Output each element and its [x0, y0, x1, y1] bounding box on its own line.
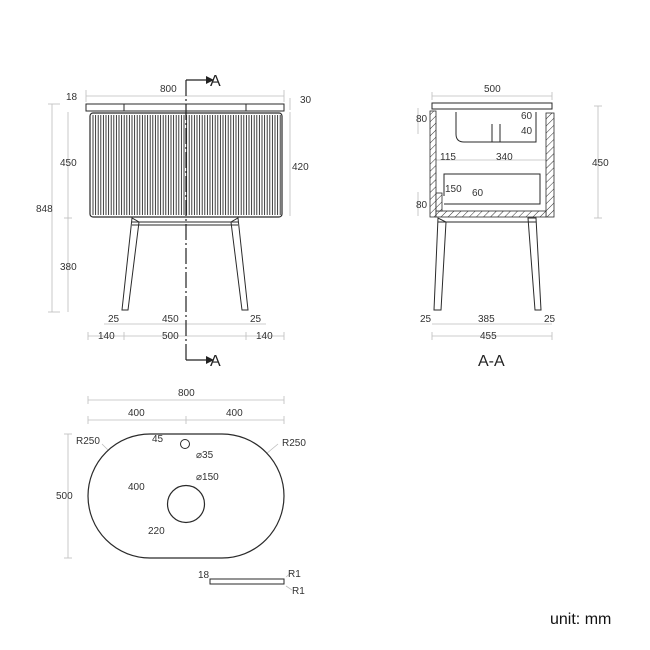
- dim-drawer-150: 150: [445, 184, 462, 195]
- dim-inner-offset: 115: [440, 152, 456, 163]
- dim-tap-offset: 45: [152, 434, 164, 445]
- dim-section-60-top: 60: [521, 111, 533, 122]
- dim-profile-radius-top: R1: [288, 569, 301, 580]
- drawer-front-lower: [435, 192, 443, 212]
- dim-basin-y: 220: [148, 526, 165, 537]
- dim-inner-depth: 340: [496, 152, 513, 163]
- dim-top-rail: 80: [416, 114, 428, 125]
- section-line-a: [185, 76, 214, 364]
- dim-total-height: 848: [36, 204, 53, 215]
- dim-bottom-rail: 80: [416, 200, 428, 211]
- section-view: 500 450 80 80 115 340 60 40 150 60 25 38…: [416, 84, 609, 370]
- dim-base-span: 500: [162, 331, 179, 342]
- drawer-box-section: [443, 173, 541, 205]
- dim-profile-radius-bottom: R1: [292, 586, 305, 597]
- dim-top-half-right: 400: [226, 408, 243, 419]
- dim-side-left: 140: [98, 331, 115, 342]
- dim-top-width: 800: [178, 388, 195, 399]
- front-panel-section: [429, 110, 437, 218]
- dim-cabinet-height: 450: [60, 158, 77, 169]
- dim-top-half-left: 400: [128, 408, 145, 419]
- front-dimension-lines: [48, 90, 291, 340]
- dim-section-height: 450: [592, 158, 609, 169]
- section-title: A-A: [478, 353, 505, 370]
- dim-top-overhang: 30: [300, 95, 312, 106]
- dim-section-base-depth: 455: [480, 331, 497, 342]
- fluted-panel-lines: [92, 115, 281, 215]
- dim-profile-thickness: 18: [198, 570, 210, 581]
- front-view: A A 18 800 30 450 848 380 420 25 450 25 …: [36, 73, 312, 370]
- dim-section-leg-inset-left: 25: [420, 314, 432, 325]
- dim-leg-inset-left: 25: [108, 314, 120, 325]
- dim-front-height: 420: [292, 162, 309, 173]
- dim-front-width: 800: [160, 84, 177, 95]
- basin-hole: [166, 484, 206, 524]
- dim-section-leg-inset-right: 25: [544, 314, 556, 325]
- bottom-panel-section: [435, 210, 547, 218]
- profile-view: 18 R1 R1: [198, 569, 305, 597]
- dim-radius-right: R250: [282, 438, 306, 449]
- dim-side-right: 140: [256, 331, 273, 342]
- section-dimension-lines: [417, 92, 602, 340]
- countertop-profile: [209, 578, 285, 585]
- top-view: 800 400 400 R250 R250 45 ⌀35 ⌀150 400 22…: [56, 388, 306, 559]
- dim-top-depth: 500: [56, 491, 73, 502]
- legs-front: [121, 217, 249, 311]
- dim-top-thickness: 18: [66, 92, 78, 103]
- countertop-section: [431, 102, 553, 110]
- dim-leg-height: 380: [60, 262, 77, 273]
- countertop-front: [85, 103, 285, 112]
- dim-radius-left: R250: [76, 436, 100, 447]
- dim-section-40: 40: [521, 126, 533, 137]
- dim-basin-x: 400: [128, 482, 145, 493]
- section-marker-top: A: [210, 73, 221, 90]
- dim-basin-hole: ⌀150: [196, 472, 219, 483]
- dim-leg-span: 450: [162, 314, 179, 325]
- unit-label: unit: mm: [550, 611, 611, 628]
- legs-section: [433, 217, 542, 311]
- back-panel-section: [545, 112, 555, 218]
- dim-leg-inset-right: 25: [250, 314, 262, 325]
- basin-section: [455, 112, 537, 143]
- dim-section-leg-span: 385: [478, 314, 495, 325]
- dim-tap-hole: ⌀35: [196, 450, 214, 461]
- dim-drawer-60: 60: [472, 188, 484, 199]
- section-marker-bottom: A: [210, 353, 221, 370]
- tap-hole: [180, 439, 190, 449]
- dim-section-depth: 500: [484, 84, 501, 95]
